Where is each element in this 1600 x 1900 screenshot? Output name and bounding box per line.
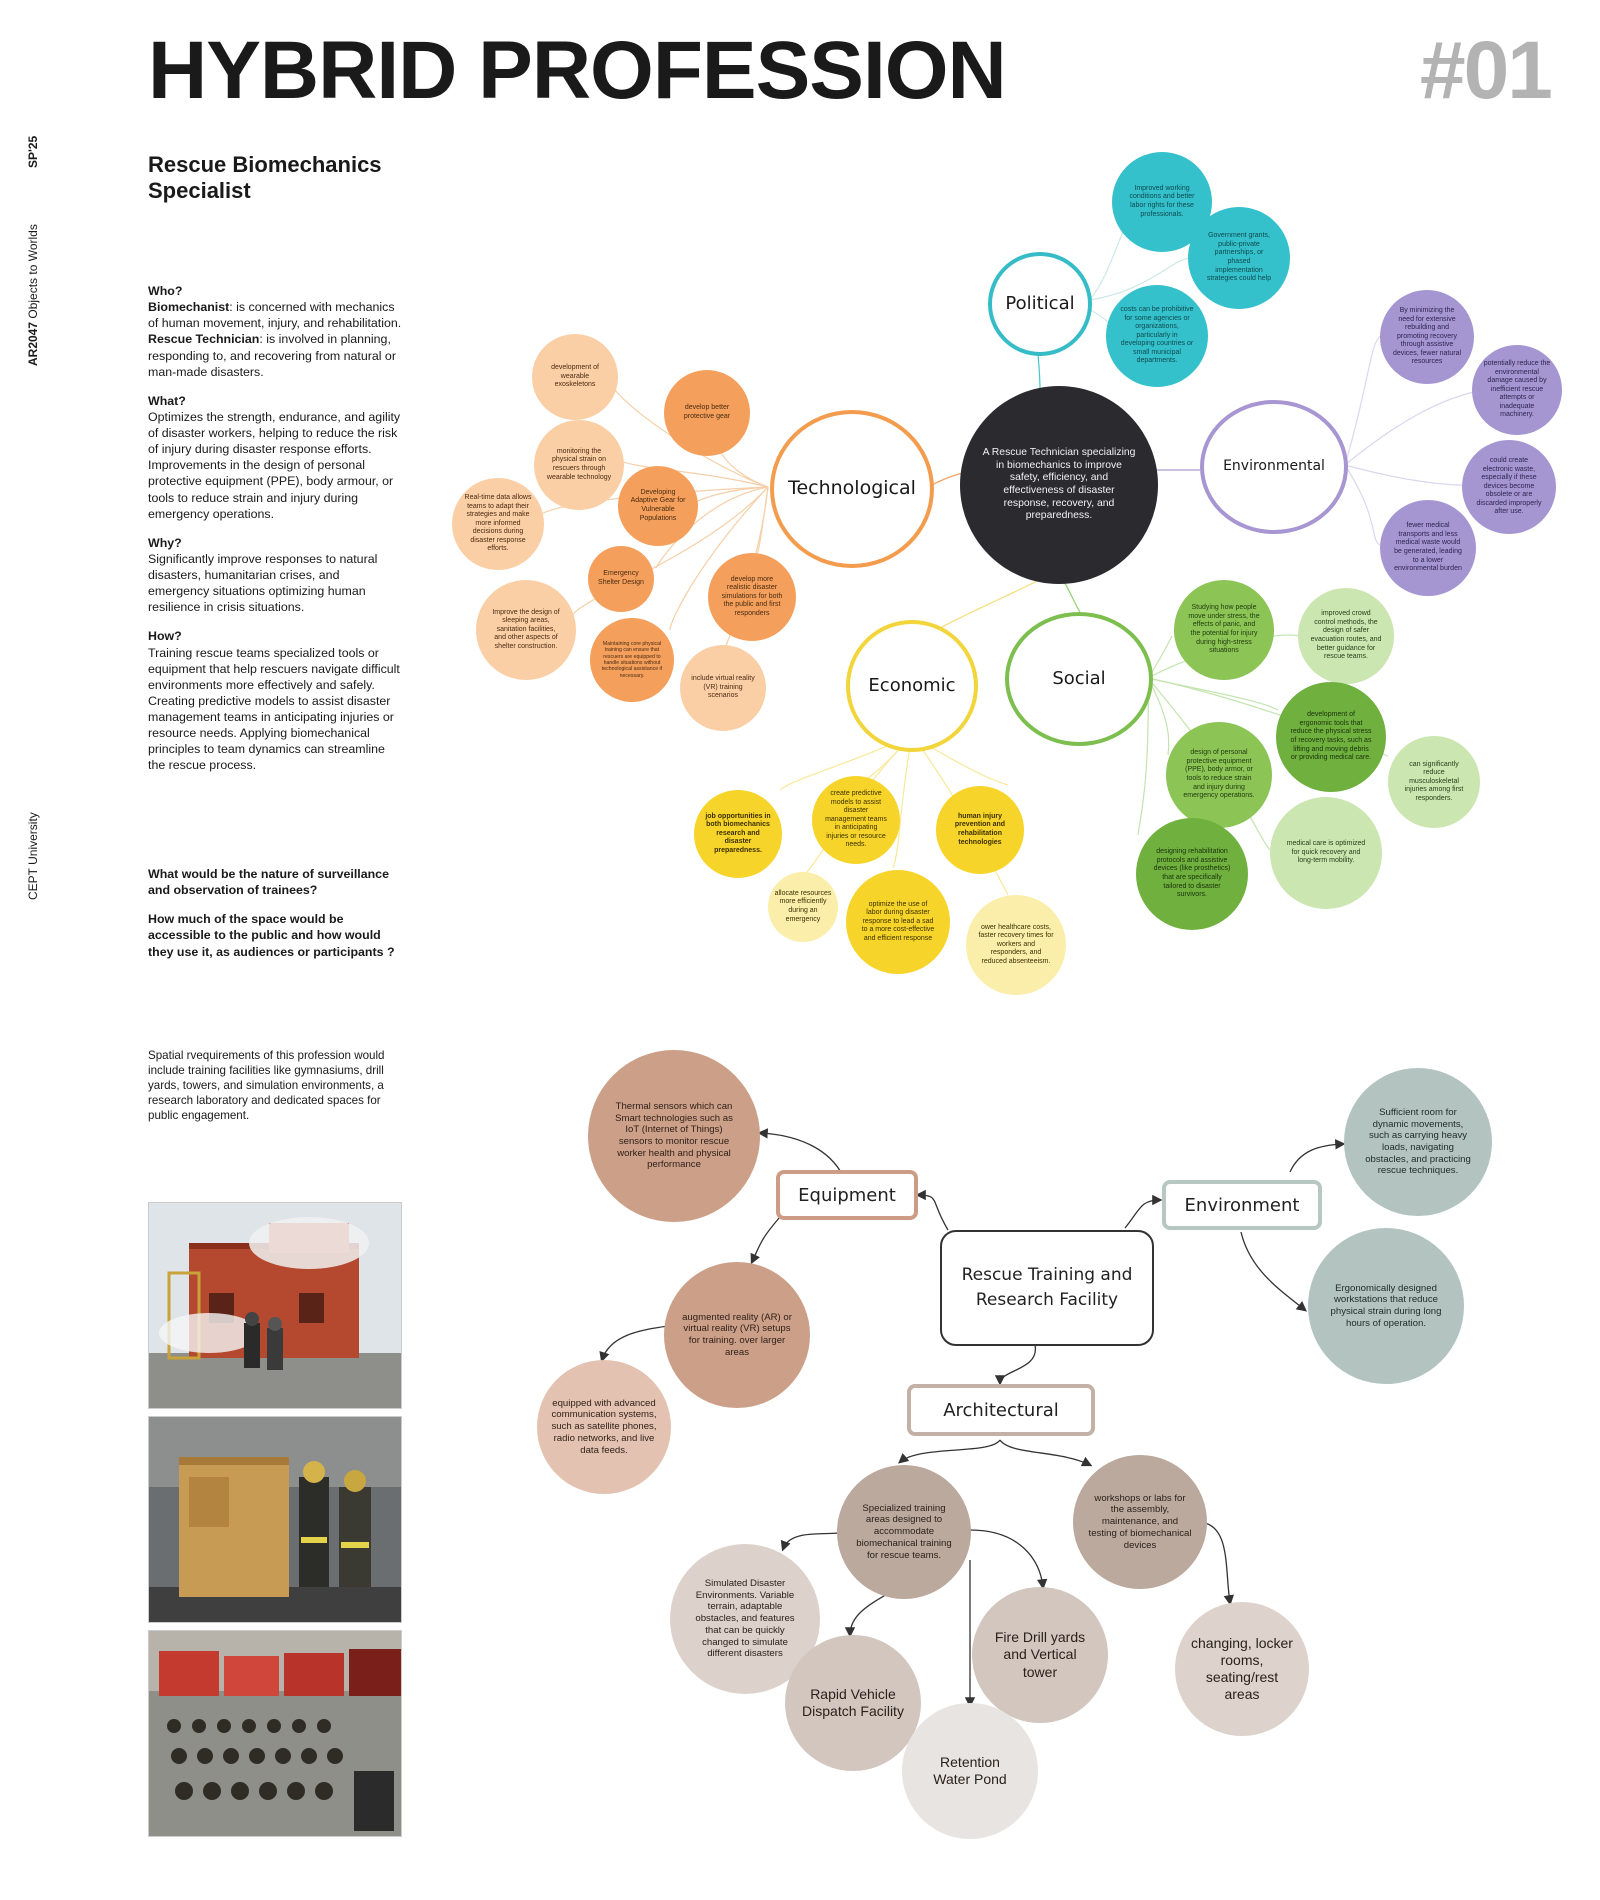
- technological-item: Emergency Shelter Design: [588, 546, 654, 612]
- description-block: Who? Biomechanist: is concerned with mec…: [148, 283, 403, 774]
- page-title: HYBRID PROFESSION: [148, 25, 1007, 116]
- what-heading: What?: [148, 393, 186, 408]
- architectural-item: Retention Water Pond: [902, 1703, 1038, 1839]
- how-text: Training rescue teams specialized tools …: [148, 645, 400, 773]
- environmental-item: potentially reduce the environmental dam…: [1472, 345, 1562, 435]
- economic-item: job opportunities in both biomechanics r…: [694, 790, 782, 878]
- political-item: Government grants, public-private partne…: [1188, 207, 1290, 309]
- equipment-item: Thermal sensors which can Smart technolo…: [588, 1050, 760, 1222]
- rescue-term: Rescue Technician: [148, 332, 260, 347]
- social-item: can significantly reduce musculoskeletal…: [1388, 736, 1480, 828]
- social-item: improved crowd control methods, the desi…: [1298, 588, 1394, 684]
- subtitle-line-1: Rescue Biomechanics: [148, 152, 382, 177]
- economic-item: optimize the use of labor during disaste…: [846, 870, 950, 974]
- social-item: development of ergonomic tools that redu…: [1276, 682, 1386, 792]
- equipment-item: equipped with advanced communication sys…: [537, 1360, 671, 1494]
- environment-item: Ergonomically designed workstations that…: [1308, 1228, 1464, 1384]
- technological-node: Technological: [770, 410, 934, 568]
- technological-item: develop more realistic disaster simulati…: [708, 553, 796, 641]
- photo-firefighter-training-tower: [148, 1202, 402, 1409]
- architectural-item: Rapid Vehicle Dispatch Facility: [785, 1635, 921, 1771]
- biomechanist-term: Biomechanist: [148, 300, 230, 315]
- technological-item: include virtual reality (VR) training sc…: [680, 645, 766, 731]
- social-item: Studying how people move under stress, t…: [1174, 580, 1274, 680]
- political-item: costs can be prohibitive for some agenci…: [1106, 285, 1208, 387]
- rescue-text: : is involved in planning, responding to…: [148, 332, 396, 379]
- technological-item: monitoring the physical strain on rescue…: [534, 420, 624, 510]
- social-item: medical care is optimized for quick reco…: [1270, 797, 1382, 909]
- technological-item: develop better protective gear: [664, 370, 750, 456]
- question-public-access: How much of the space would be accessibl…: [148, 912, 395, 959]
- technological-item: Real-time data allows teams to adapt the…: [452, 478, 544, 570]
- mindmap-center-node: A Rescue Technician specializing in biom…: [960, 386, 1158, 584]
- political-node: Political: [988, 252, 1092, 356]
- photo-firefighters-forcible-entry: [148, 1416, 402, 1623]
- spatial-requirements-text: Spatial rvequirements of this profession…: [148, 1049, 385, 1123]
- economic-item: ower healthcare costs, faster recovery t…: [966, 895, 1066, 995]
- technological-item: Improve the design of sleeping areas, sa…: [476, 580, 576, 680]
- technological-item: Developing Adaptive Gear for Vulnerable …: [618, 466, 698, 546]
- environmental-item: By minimizing the need for extensive reb…: [1380, 290, 1474, 384]
- equipment-item: augmented reality (AR) or virtual realit…: [664, 1262, 810, 1408]
- who-heading: Who?: [148, 284, 183, 298]
- technological-item: development of wearable exoskeletons: [532, 334, 618, 420]
- environmental-item: fewer medical transports and less medica…: [1380, 500, 1476, 596]
- architectural-item: Fire Drill yards and Vertical tower: [972, 1587, 1108, 1723]
- architectural-item: Specialized training areas designed to a…: [837, 1465, 971, 1599]
- environment-node: Environment: [1162, 1180, 1322, 1230]
- question-surveillance: What would be the nature of surveillance…: [148, 867, 389, 898]
- page-number: #01: [1420, 25, 1553, 116]
- economic-item: create predictive models to assist disas…: [812, 776, 900, 864]
- environmental-item: could create electronic waste, especiall…: [1462, 440, 1556, 534]
- economic-node: Economic: [846, 620, 978, 752]
- architectural-item: changing, locker rooms, seating/rest are…: [1175, 1602, 1309, 1736]
- what-text: Optimizes the strength, endurance, and a…: [148, 409, 401, 521]
- architectural-item: workshops or labs for the assembly, main…: [1073, 1455, 1207, 1589]
- questions-block: What would be the nature of surveillance…: [148, 866, 403, 960]
- environmental-node: Environmental: [1200, 400, 1348, 534]
- architectural-node: Architectural: [907, 1384, 1095, 1436]
- biomechanist-definition: Biomechanist: is concerned with mechanic…: [148, 299, 403, 331]
- social-item: design of personal protective equipment …: [1166, 722, 1272, 828]
- biomechanist-text: : is concerned with mechanics of human m…: [148, 300, 402, 331]
- social-item: designing rehabilitation protocols and a…: [1136, 818, 1248, 930]
- rescue-definition: Rescue Technician: is involved in planni…: [148, 331, 403, 379]
- why-text: Significantly improve responses to natur…: [148, 551, 378, 615]
- how-heading: How?: [148, 629, 182, 644]
- why-heading: Why?: [148, 535, 182, 550]
- environment-item: Sufficient room for dynamic movements, s…: [1344, 1068, 1492, 1216]
- economic-item: human injury prevention and rehabilitati…: [936, 786, 1024, 874]
- photo-firefighter-formation: [148, 1630, 402, 1837]
- social-node: Social: [1005, 612, 1153, 746]
- economic-item: allocate resources more efficiently duri…: [768, 872, 838, 942]
- equipment-node: Equipment: [776, 1170, 918, 1220]
- subtitle-line-2: Specialist: [148, 178, 251, 204]
- facility-center-node: Rescue Training and Research Facility: [940, 1230, 1154, 1346]
- technological-item: Maintaining core physical training can e…: [590, 618, 674, 702]
- profession-subtitle: Rescue Biomechanics Specialist: [148, 152, 408, 205]
